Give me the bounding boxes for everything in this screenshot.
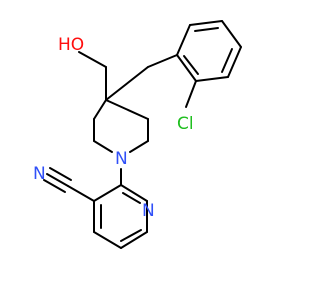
- chlorine-label: Cl: [177, 114, 194, 134]
- piperidine-nitrogen-label: N: [115, 149, 128, 169]
- pyridine-bond-7: [93, 184, 122, 202]
- hydroxyl-label: HO: [58, 35, 84, 55]
- nitrile-triple-bond-2: [49, 167, 72, 181]
- nitrile-triple-bond-3: [43, 179, 66, 193]
- piperidine-bond-6: [93, 99, 107, 120]
- chemical-structure-diagram: HO Cl N N N: [33, 20, 242, 249]
- bond-ch2-phenyl: [147, 54, 178, 68]
- pyridine-bond-5: [93, 231, 122, 249]
- pyridine-bond-1: [120, 184, 148, 202]
- pyridine-nitrogen-label: N: [142, 201, 155, 221]
- phenyl-bond-4: [227, 46, 242, 78]
- phenyl-bond-1: [176, 24, 191, 56]
- phenyl-bond-6: [176, 54, 197, 82]
- phenyl-bond-2: [189, 20, 223, 26]
- pyridine-double-bond-2: [120, 229, 142, 242]
- phenyl-double-bond-3: [183, 55, 199, 75]
- bond-phenyl-cl: [185, 80, 197, 108]
- pyridine-double-bond-1: [122, 192, 141, 204]
- phenyl-bond-3: [221, 20, 242, 48]
- piperidine-bond-3: [129, 140, 149, 153]
- piperidine-bond-4: [93, 140, 113, 153]
- nitrile-triple-bond-1: [46, 173, 69, 187]
- phenyl-double-bond-1: [194, 27, 219, 32]
- phenyl-double-bond-2: [221, 48, 233, 73]
- pyridine-bond-4: [120, 231, 148, 249]
- phenyl-bond-5: [195, 76, 229, 82]
- bond-c4-benzyl-ch2: [105, 66, 149, 101]
- bond-pyridine-nitrile-c: [67, 185, 95, 202]
- nitrile-nitrogen-label: N: [33, 164, 46, 184]
- piperidine-bond-1: [105, 99, 149, 120]
- bond-oh-ch2: [78, 51, 107, 68]
